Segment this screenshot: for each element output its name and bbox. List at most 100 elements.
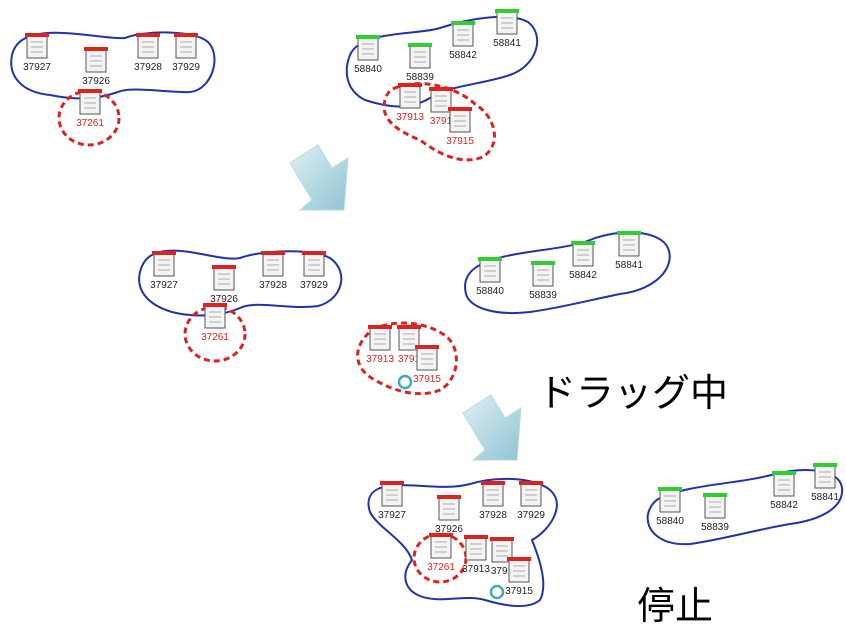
document-status-bar: [356, 35, 380, 39]
document-label: 37929: [172, 62, 200, 73]
group-outline-p3-blue-right: [646, 469, 844, 546]
document-label: 58842: [449, 50, 477, 61]
document-icon[interactable]: 58841: [493, 9, 521, 49]
document-label: 37915: [505, 586, 533, 597]
document-icon[interactable]: 37927: [23, 33, 51, 73]
document-status-bar: [519, 481, 543, 485]
document-icon[interactable]: 58840: [354, 35, 382, 75]
document-icon[interactable]: 37913: [462, 535, 490, 575]
document-icon[interactable]: 37261: [201, 303, 229, 343]
document-status-bar: [380, 481, 404, 485]
arrow-down-right-icon: [462, 394, 522, 461]
group-outline-p2-blue-left: [138, 249, 343, 317]
document-icon[interactable]: 37915: [505, 557, 533, 597]
document-label: 37915: [446, 136, 474, 147]
document-icon[interactable]: 37928: [134, 33, 162, 73]
document-status-bar: [772, 471, 796, 475]
document-label: 37913: [396, 112, 424, 123]
document-status-bar: [507, 557, 531, 561]
document-icon[interactable]: 37928: [479, 481, 507, 521]
document-status-bar: [571, 241, 595, 245]
document-icon[interactable]: 58842: [770, 471, 798, 511]
document-icon[interactable]: 37929: [517, 481, 545, 521]
document-icon[interactable]: 58840: [476, 257, 504, 297]
document-status-bar: [451, 21, 475, 25]
group-outline-p1-blue-left: [10, 31, 216, 100]
document-label: 37926: [210, 294, 238, 305]
drag-cursor-icon: [397, 374, 413, 390]
document-icon[interactable]: 58839: [406, 43, 434, 83]
document-status-bar: [478, 257, 502, 261]
document-label: 58839: [701, 522, 729, 533]
document-icon[interactable]: 3791: [397, 325, 421, 365]
document-icon[interactable]: 58839: [701, 493, 729, 533]
document-label: 3791: [491, 566, 514, 577]
document-icon[interactable]: 3791: [490, 537, 514, 577]
group-outline-p1-red-right: [382, 82, 496, 162]
document-status-bar: [25, 33, 49, 37]
document-label: 58839: [529, 290, 557, 301]
document-icon[interactable]: 58841: [811, 463, 839, 503]
document-icon[interactable]: 37261: [427, 533, 455, 573]
document-label: 58841: [615, 260, 643, 271]
document-label: 3791: [398, 354, 421, 365]
document-icon[interactable]: 37913: [366, 325, 394, 365]
document-label: 37261: [201, 332, 229, 343]
document-status-bar: [617, 231, 641, 235]
document-icon[interactable]: 3791: [429, 87, 453, 127]
document-icon[interactable]: 37927: [378, 481, 406, 521]
document-label: 58840: [476, 286, 504, 297]
document-status-bar: [429, 533, 453, 537]
document-icon[interactable]: 37929: [300, 251, 328, 291]
document-icon[interactable]: 58840: [656, 487, 684, 527]
document-icon[interactable]: 37926: [210, 265, 238, 305]
document-icon[interactable]: 58841: [615, 231, 643, 271]
document-status-bar: [481, 481, 505, 485]
document-status-bar: [490, 537, 514, 541]
drag-cursor-icon: [489, 584, 505, 600]
document-status-bar: [398, 83, 422, 87]
group-outline-p2-red-dragged: [356, 321, 458, 396]
document-status-bar: [78, 89, 102, 93]
document-icon[interactable]: 58839: [529, 261, 557, 301]
document-label: 37927: [378, 510, 406, 521]
document-status-bar: [368, 325, 392, 329]
document-status-bar: [531, 261, 555, 265]
document-status-bar: [437, 495, 461, 499]
document-label: 37928: [259, 280, 287, 291]
document-label: 58841: [493, 38, 521, 49]
document-label: 37927: [150, 280, 178, 291]
document-label: 37913: [462, 564, 490, 575]
document-icon[interactable]: 37929: [172, 33, 200, 73]
document-label: 37915: [413, 374, 441, 385]
document-label: 58840: [656, 516, 684, 527]
caption-stopped: 停止: [637, 584, 714, 628]
document-status-bar: [174, 33, 198, 37]
document-label: 37913: [366, 354, 394, 365]
document-status-bar: [84, 47, 108, 51]
document-icon[interactable]: 37928: [259, 251, 287, 291]
document-icon[interactable]: 37913: [396, 83, 424, 123]
caption-dragging: ドラッグ中: [538, 371, 729, 415]
document-icon[interactable]: 37915: [413, 345, 441, 385]
document-icon[interactable]: 37927: [150, 251, 178, 291]
document-label: 58839: [406, 72, 434, 83]
document-icon[interactable]: 37915: [446, 107, 474, 147]
document-label: 37927: [23, 62, 51, 73]
document-status-bar: [136, 33, 160, 37]
document-icon[interactable]: 37926: [435, 495, 463, 535]
document-status-bar: [408, 43, 432, 47]
group-outline-p3-blue-merged: [367, 477, 558, 607]
document-status-bar: [658, 487, 682, 491]
document-icon[interactable]: 58842: [569, 241, 597, 281]
document-icon[interactable]: 37926: [82, 47, 110, 87]
document-label: 3791: [430, 116, 453, 127]
document-status-bar: [212, 265, 236, 269]
document-label: 37928: [479, 510, 507, 521]
document-icon[interactable]: 58842: [449, 21, 477, 61]
documents-layer: 37927 37926 37928 37929 37261 58840 58839 58842…: [23, 9, 839, 597]
document-status-bar: [495, 9, 519, 13]
document-icon[interactable]: 37261: [76, 89, 104, 129]
document-label: 37928: [134, 62, 162, 73]
document-status-bar: [429, 87, 453, 91]
